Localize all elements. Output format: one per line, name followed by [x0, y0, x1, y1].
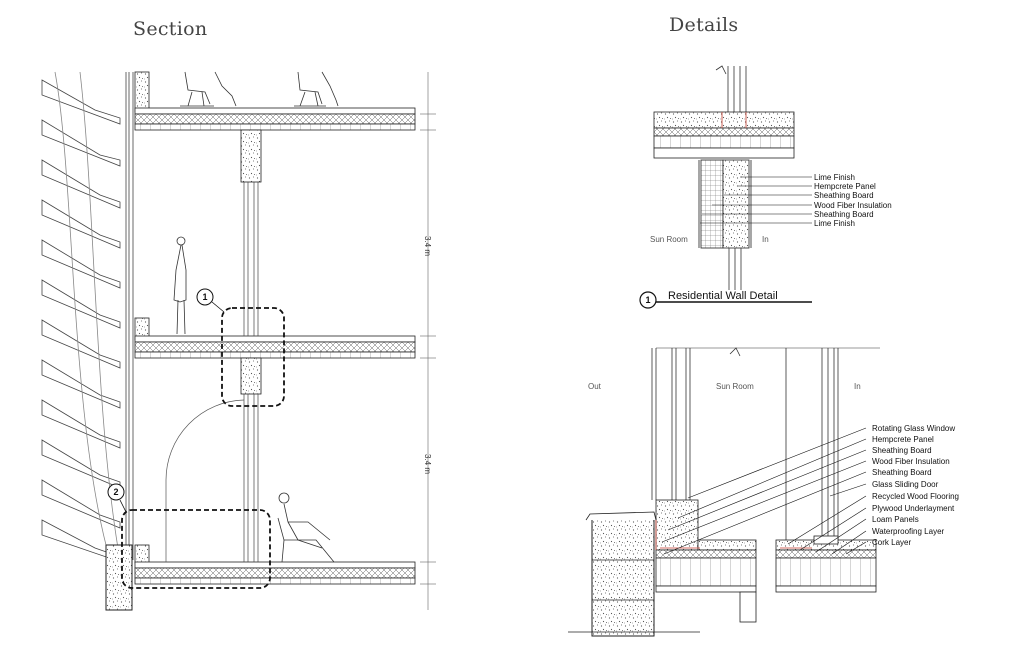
- residential-wall-detail: Sun Room In Lime Finish Hempcrete Panel …: [639, 65, 892, 309]
- dimension-lower: 3.4 m: [423, 454, 432, 474]
- detail-2-leaders: [661, 427, 867, 555]
- d2-layer-label: Rotating Glass Window: [872, 424, 955, 433]
- d1-layer-label: Lime Finish: [814, 219, 855, 228]
- interior-wall-upper: [240, 129, 262, 183]
- detail-2-zone-in: In: [854, 382, 861, 391]
- callout-2-number: 2: [113, 487, 118, 497]
- interior-glazing: [243, 182, 259, 562]
- people-top-floor: [180, 71, 339, 107]
- standing-person: [173, 236, 187, 335]
- callout-1-number: 1: [202, 292, 207, 302]
- exterior-wall-low: [134, 544, 150, 564]
- detail-1-leaders: [700, 176, 812, 224]
- detail-1-number: 1: [645, 295, 650, 305]
- floor-slab-top: [134, 107, 416, 131]
- detail-2-layer-labels: Rotating Glass Window Hempcrete Panel Sh…: [872, 424, 959, 547]
- d2-layer-label: Sheathing Board: [872, 468, 932, 477]
- glazing-lines: [125, 72, 134, 560]
- dimension-line: [420, 72, 436, 610]
- door-swing-arc: [165, 399, 245, 562]
- detail-1-side-left: Sun Room: [650, 235, 688, 244]
- foundation-block: [105, 544, 133, 611]
- d2-layer-label: Hempcrete Panel: [872, 435, 934, 444]
- details-heading: Details: [669, 14, 739, 36]
- section-heading: Section: [133, 18, 208, 40]
- floor-junction-detail: Out Sun Room In Rotating Glass Window He…: [568, 347, 959, 637]
- d1-layer-label: Lime Finish: [814, 173, 855, 182]
- d2-layer-label: Recycled Wood Flooring: [872, 492, 959, 501]
- seated-person: [277, 492, 335, 563]
- section-drawing: 3.4 m 3.4 m 1 2: [41, 71, 436, 611]
- d1-layer-label: Sheathing Board: [814, 191, 874, 200]
- detail-1-title: Residential Wall Detail: [668, 290, 778, 302]
- d1-layer-label: Hempcrete Panel: [814, 182, 876, 191]
- d2-layer-label: Waterproofing Layer: [872, 527, 945, 536]
- detail-1-layer-labels: Lime Finish Hempcrete Panel Sheathing Bo…: [814, 173, 892, 228]
- detail-1-title-block: 1 Residential Wall Detail: [639, 290, 812, 309]
- d2-layer-label: Cork Layer: [872, 538, 911, 547]
- dimension-upper: 3.4 m: [423, 236, 432, 256]
- d2-layer-label: Glass Sliding Door: [872, 480, 939, 489]
- d1-layer-label: Sheathing Board: [814, 210, 874, 219]
- exterior-fins: [41, 71, 121, 561]
- d1-layer-label: Wood Fiber Insulation: [814, 201, 892, 210]
- floor-slab-bottom: [134, 561, 416, 585]
- callout-2: 2: [107, 483, 271, 589]
- callout-1: 1: [196, 288, 285, 407]
- exterior-wall-top: [134, 71, 150, 113]
- detail-2-zone-sunroom: Sun Room: [716, 382, 754, 391]
- interior-wall-lower: [240, 357, 262, 395]
- d2-layer-label: Sheathing Board: [872, 446, 932, 455]
- detail-1-side-right: In: [762, 235, 769, 244]
- d2-layer-label: Plywood Underlayment: [872, 504, 955, 513]
- d2-layer-label: Loam Panels: [872, 515, 919, 524]
- floor-slab-middle: [134, 335, 416, 359]
- detail-2-zone-out: Out: [588, 382, 602, 391]
- d2-layer-label: Wood Fiber Insulation: [872, 457, 950, 466]
